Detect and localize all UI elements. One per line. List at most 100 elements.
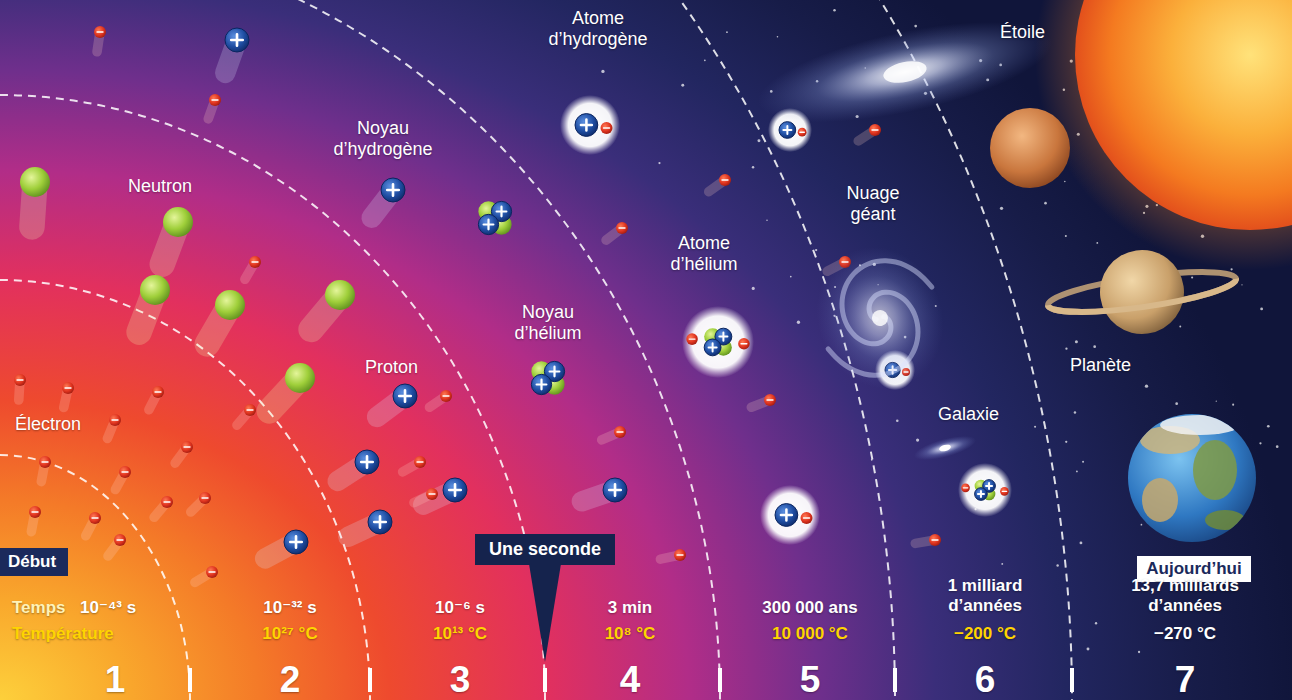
minus-sign <box>417 461 423 462</box>
plus-sign <box>709 343 717 351</box>
electron-ball <box>738 338 750 350</box>
epoch-number: 7 <box>1155 661 1215 698</box>
small-galaxy <box>912 431 978 465</box>
proton-ball <box>368 510 392 534</box>
star <box>766 220 767 221</box>
proton-ball <box>478 214 498 234</box>
electron-ball <box>614 426 626 438</box>
atom-cloud <box>682 306 754 378</box>
epoch-boundary <box>0 0 1072 700</box>
temperature-value: 10²⁷ °C <box>235 624 345 644</box>
star <box>1232 404 1234 406</box>
proton-ball <box>284 530 308 554</box>
minus-sign <box>689 338 695 339</box>
cloud-glow <box>797 229 963 407</box>
star <box>1241 284 1242 285</box>
epoch-tick <box>543 668 547 692</box>
star <box>1064 181 1065 182</box>
star <box>1141 524 1143 526</box>
epoch-tick <box>188 668 192 692</box>
star <box>1267 425 1270 428</box>
minus-sign <box>252 261 258 262</box>
plus-sign <box>581 120 592 131</box>
electron-ball <box>801 512 813 524</box>
star <box>815 249 817 251</box>
star <box>914 25 917 28</box>
tag-text: Aujourd’hui <box>1146 559 1241 579</box>
star <box>658 162 660 164</box>
temperature-value: −270 °C <box>1125 624 1245 644</box>
plus-sign <box>449 484 461 496</box>
landmass <box>1160 415 1240 435</box>
spiral-arm <box>816 285 930 390</box>
minus-sign <box>1002 491 1006 492</box>
saturn-body <box>1095 245 1190 340</box>
minus-sign <box>741 343 747 344</box>
electron-ball <box>39 456 51 468</box>
minus-sign <box>619 227 625 228</box>
star <box>1175 402 1178 405</box>
epoch-number: 3 <box>430 661 490 698</box>
neutron-ball <box>20 167 50 197</box>
electron-ball <box>414 456 426 468</box>
star <box>1000 207 1003 210</box>
time-pointer <box>529 564 561 662</box>
star <box>916 438 919 441</box>
proton-ball <box>704 339 721 356</box>
minus-sign <box>617 431 623 432</box>
cloud-core <box>870 308 891 329</box>
row-heading: Temps <box>12 598 78 618</box>
minus-sign <box>429 493 435 494</box>
star <box>704 59 706 61</box>
object-label: Galaxie <box>938 404 1028 425</box>
star <box>1276 445 1279 448</box>
plus-sign <box>497 207 507 217</box>
atom-cloud <box>958 463 1012 517</box>
proton-ball <box>603 478 627 502</box>
saturn-planet <box>1042 237 1242 347</box>
star <box>1056 564 1058 566</box>
electron-ball <box>616 222 628 234</box>
star <box>1096 242 1098 244</box>
particle-label: Atome d’hélium <box>654 233 754 274</box>
minus-sign <box>932 539 938 540</box>
particle-label: Électron <box>15 414 105 435</box>
star <box>1260 307 1263 310</box>
electron-ball <box>181 441 193 453</box>
star <box>1001 563 1003 565</box>
star <box>681 84 684 87</box>
star <box>1087 648 1090 651</box>
epoch-number: 5 <box>780 661 840 698</box>
electron-ball <box>209 94 221 106</box>
electron-ball <box>206 566 218 578</box>
star <box>726 31 728 33</box>
electron-ball <box>686 333 698 345</box>
galaxy-disc <box>912 431 978 465</box>
electron-ball <box>764 394 776 406</box>
plus-sign <box>550 367 560 377</box>
minus-sign <box>800 131 804 132</box>
star <box>777 36 779 38</box>
star <box>757 139 760 142</box>
landmass <box>1205 510 1245 530</box>
star <box>1145 385 1148 388</box>
star <box>1082 461 1084 463</box>
proton-ball <box>779 122 796 139</box>
minus-sign <box>872 129 878 130</box>
proton-ball <box>393 384 417 408</box>
giant-cloud <box>797 229 963 407</box>
proton-ball <box>775 504 798 527</box>
electron-ball <box>426 488 438 500</box>
proton-ball <box>355 450 379 474</box>
star <box>1074 411 1076 413</box>
star <box>833 9 836 12</box>
minus-sign <box>963 487 967 488</box>
neutron-ball <box>325 280 355 310</box>
electron-ball <box>94 26 106 38</box>
proton-ball <box>975 488 988 501</box>
proton-ball <box>381 178 405 202</box>
spiral-arm <box>829 246 943 351</box>
start-tag: Début <box>0 548 68 576</box>
time-value: 300 000 ans <box>740 598 880 618</box>
